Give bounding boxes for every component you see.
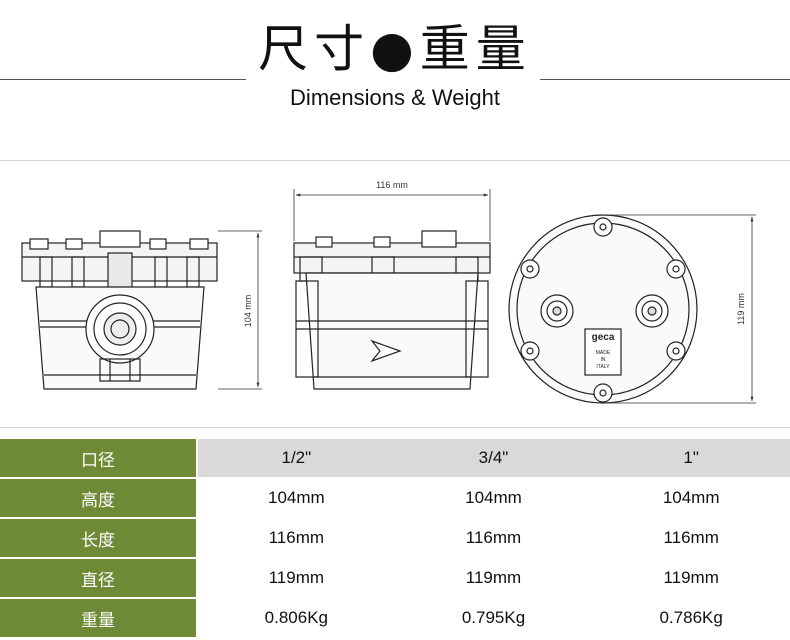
table-cell: 104mm	[197, 478, 395, 519]
title-rule-right	[540, 79, 790, 80]
height-dimension-label: 104 mm	[243, 295, 253, 328]
row-label-bore: 口径	[0, 439, 198, 479]
table-row: 长度 116mm 116mm 116mm	[0, 518, 790, 559]
brand-logo: geca	[592, 332, 615, 343]
plate-text-made: MADE	[596, 350, 611, 356]
table-cell: 0.806Kg	[197, 598, 395, 639]
spec-table: 口径 1/2" 3/4" 1" 高度 104mm 104mm 104mm 长度 …	[0, 439, 790, 639]
row-label-height: 高度	[0, 478, 198, 519]
length-dimension	[293, 189, 491, 241]
row-label-diameter: 直径	[0, 558, 198, 599]
plate-text-italy: ITALY	[596, 364, 610, 370]
plate-text-in: IN	[601, 357, 606, 363]
table-row: 重量 0.806Kg 0.795Kg 0.786Kg	[0, 598, 790, 639]
diameter-dimension-label: 119 mm	[736, 293, 746, 325]
table-cell: 116mm	[592, 518, 790, 559]
table-cell: 116mm	[197, 518, 395, 559]
top-view	[508, 214, 698, 404]
table-cell: 104mm	[592, 478, 790, 519]
row-label-length: 长度	[0, 518, 198, 559]
page-title-en: Dimensions & Weight	[290, 85, 500, 110]
table-cell: 0.786Kg	[592, 598, 790, 639]
table-row: 直径 119mm 119mm 119mm	[0, 558, 790, 599]
technical-drawing: 104 mm 116 mm	[21, 180, 756, 404]
diameter-dimension	[603, 214, 756, 404]
side-view	[293, 230, 491, 390]
height-dimension	[218, 230, 262, 390]
technical-drawing-panel: 104 mm 116 mm	[0, 160, 790, 428]
page-title-zh: 尺寸●重量	[258, 20, 532, 78]
title-rule-left	[0, 79, 246, 80]
table-cell: 104mm	[394, 478, 593, 519]
table-cell: 119mm	[592, 558, 790, 599]
table-cell: 0.795Kg	[394, 598, 593, 639]
size-half-inch: 1/2"	[197, 439, 395, 479]
size-one-inch: 1"	[592, 439, 790, 479]
table-cell: 116mm	[394, 518, 593, 559]
size-three-quarter-inch: 3/4"	[394, 439, 593, 479]
table-row: 高度 104mm 104mm 104mm	[0, 478, 790, 519]
length-dimension-label: 116 mm	[376, 180, 408, 190]
table-cell: 119mm	[197, 558, 395, 599]
front-view	[21, 230, 218, 390]
table-cell: 119mm	[394, 558, 593, 599]
row-label-weight: 重量	[0, 598, 198, 639]
table-header-row: 口径 1/2" 3/4" 1"	[0, 439, 790, 479]
